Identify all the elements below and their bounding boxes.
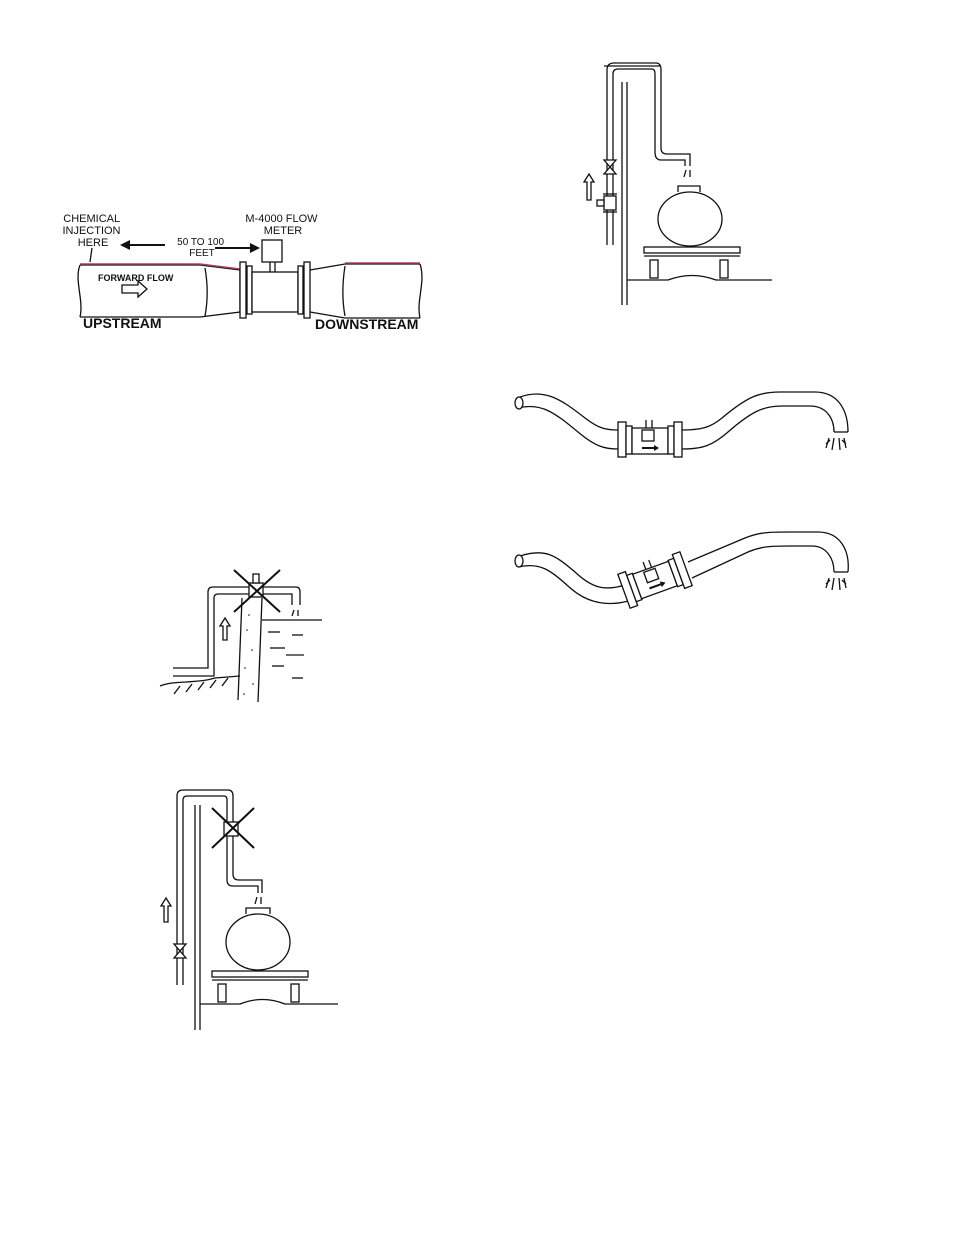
flange-right-1	[298, 266, 303, 314]
upstream-pipe-top	[80, 264, 240, 269]
downstream-pipe-end	[419, 264, 422, 318]
drip	[255, 897, 261, 904]
downstream-pipe	[310, 264, 420, 318]
chemical-injection-label: CHEMICAL INJECTION HERE	[62, 213, 123, 249]
figure-tank-incorrect	[161, 790, 338, 1030]
ground-line	[160, 676, 240, 686]
flange-right	[674, 422, 682, 457]
figure-s-pipe-inclined	[515, 532, 848, 608]
meter-stem-r	[649, 560, 652, 568]
meter-stem-l	[643, 562, 646, 570]
flow-up-arrow	[584, 174, 594, 200]
pipe-right-top	[688, 532, 848, 572]
tank-neck	[678, 186, 700, 192]
tank-platform	[212, 971, 308, 977]
platform-leg-right	[720, 260, 728, 278]
pipe-outer	[173, 587, 300, 668]
flange-right-2	[304, 262, 310, 318]
upstream-label: UPSTREAM	[83, 315, 162, 331]
downstream-label: DOWNSTREAM	[315, 316, 418, 332]
flow-up-arrow	[161, 898, 171, 922]
tower-stipple	[243, 614, 254, 695]
meter-arrow-head	[250, 243, 260, 253]
floor-line	[627, 276, 772, 281]
outflow-splash	[826, 578, 846, 590]
valve	[604, 160, 616, 174]
flange-left-2	[626, 426, 632, 454]
injection-arrow-head	[120, 240, 130, 250]
platform-leg-right	[291, 984, 299, 1002]
meter-head	[597, 200, 604, 206]
reducer-seam-right	[343, 266, 345, 316]
platform-leg-left	[218, 984, 226, 1002]
tank-platform	[644, 247, 740, 253]
injection-pointer	[90, 248, 92, 262]
meter-head	[262, 240, 282, 262]
flange-left-1	[240, 262, 246, 318]
pipe-left-end	[515, 397, 523, 409]
figure-tower-incorrect	[160, 570, 322, 702]
drip	[292, 610, 298, 616]
tower-walls	[238, 598, 262, 702]
drip	[684, 170, 690, 177]
pipe-right-top	[682, 392, 848, 432]
pipe-left-end	[515, 555, 523, 567]
tank	[226, 914, 290, 970]
meter-head	[253, 574, 259, 583]
meter-body	[252, 272, 298, 312]
tank	[658, 192, 722, 246]
figure-s-pipe-horizontal	[515, 392, 848, 457]
tank-neck	[246, 908, 270, 914]
meter-label: M-4000 FLOW METER	[245, 213, 320, 237]
figure-tank-correct	[584, 63, 772, 305]
outflow-splash	[826, 438, 846, 450]
flow-up-arrow	[220, 618, 230, 640]
forward-flow-arrow	[122, 281, 147, 297]
platform-leg-left	[650, 260, 658, 278]
figure-upstream-downstream: CHEMICAL INJECTION HERE 50 TO 100 FEET M…	[62, 213, 422, 332]
meter-body	[604, 196, 616, 210]
meter-head	[642, 430, 654, 441]
flange-left	[618, 422, 626, 457]
pipe-left-top	[520, 553, 628, 588]
valve	[174, 944, 186, 958]
inclined-meter	[617, 549, 692, 608]
water-lines	[268, 632, 304, 678]
reducer-seam-left	[205, 268, 207, 316]
flange-left-2	[247, 266, 252, 314]
flange-right-2	[668, 426, 674, 454]
upstream-pipe-end	[78, 265, 81, 317]
forward-flow-label: FORWARD FLOW	[98, 273, 174, 283]
